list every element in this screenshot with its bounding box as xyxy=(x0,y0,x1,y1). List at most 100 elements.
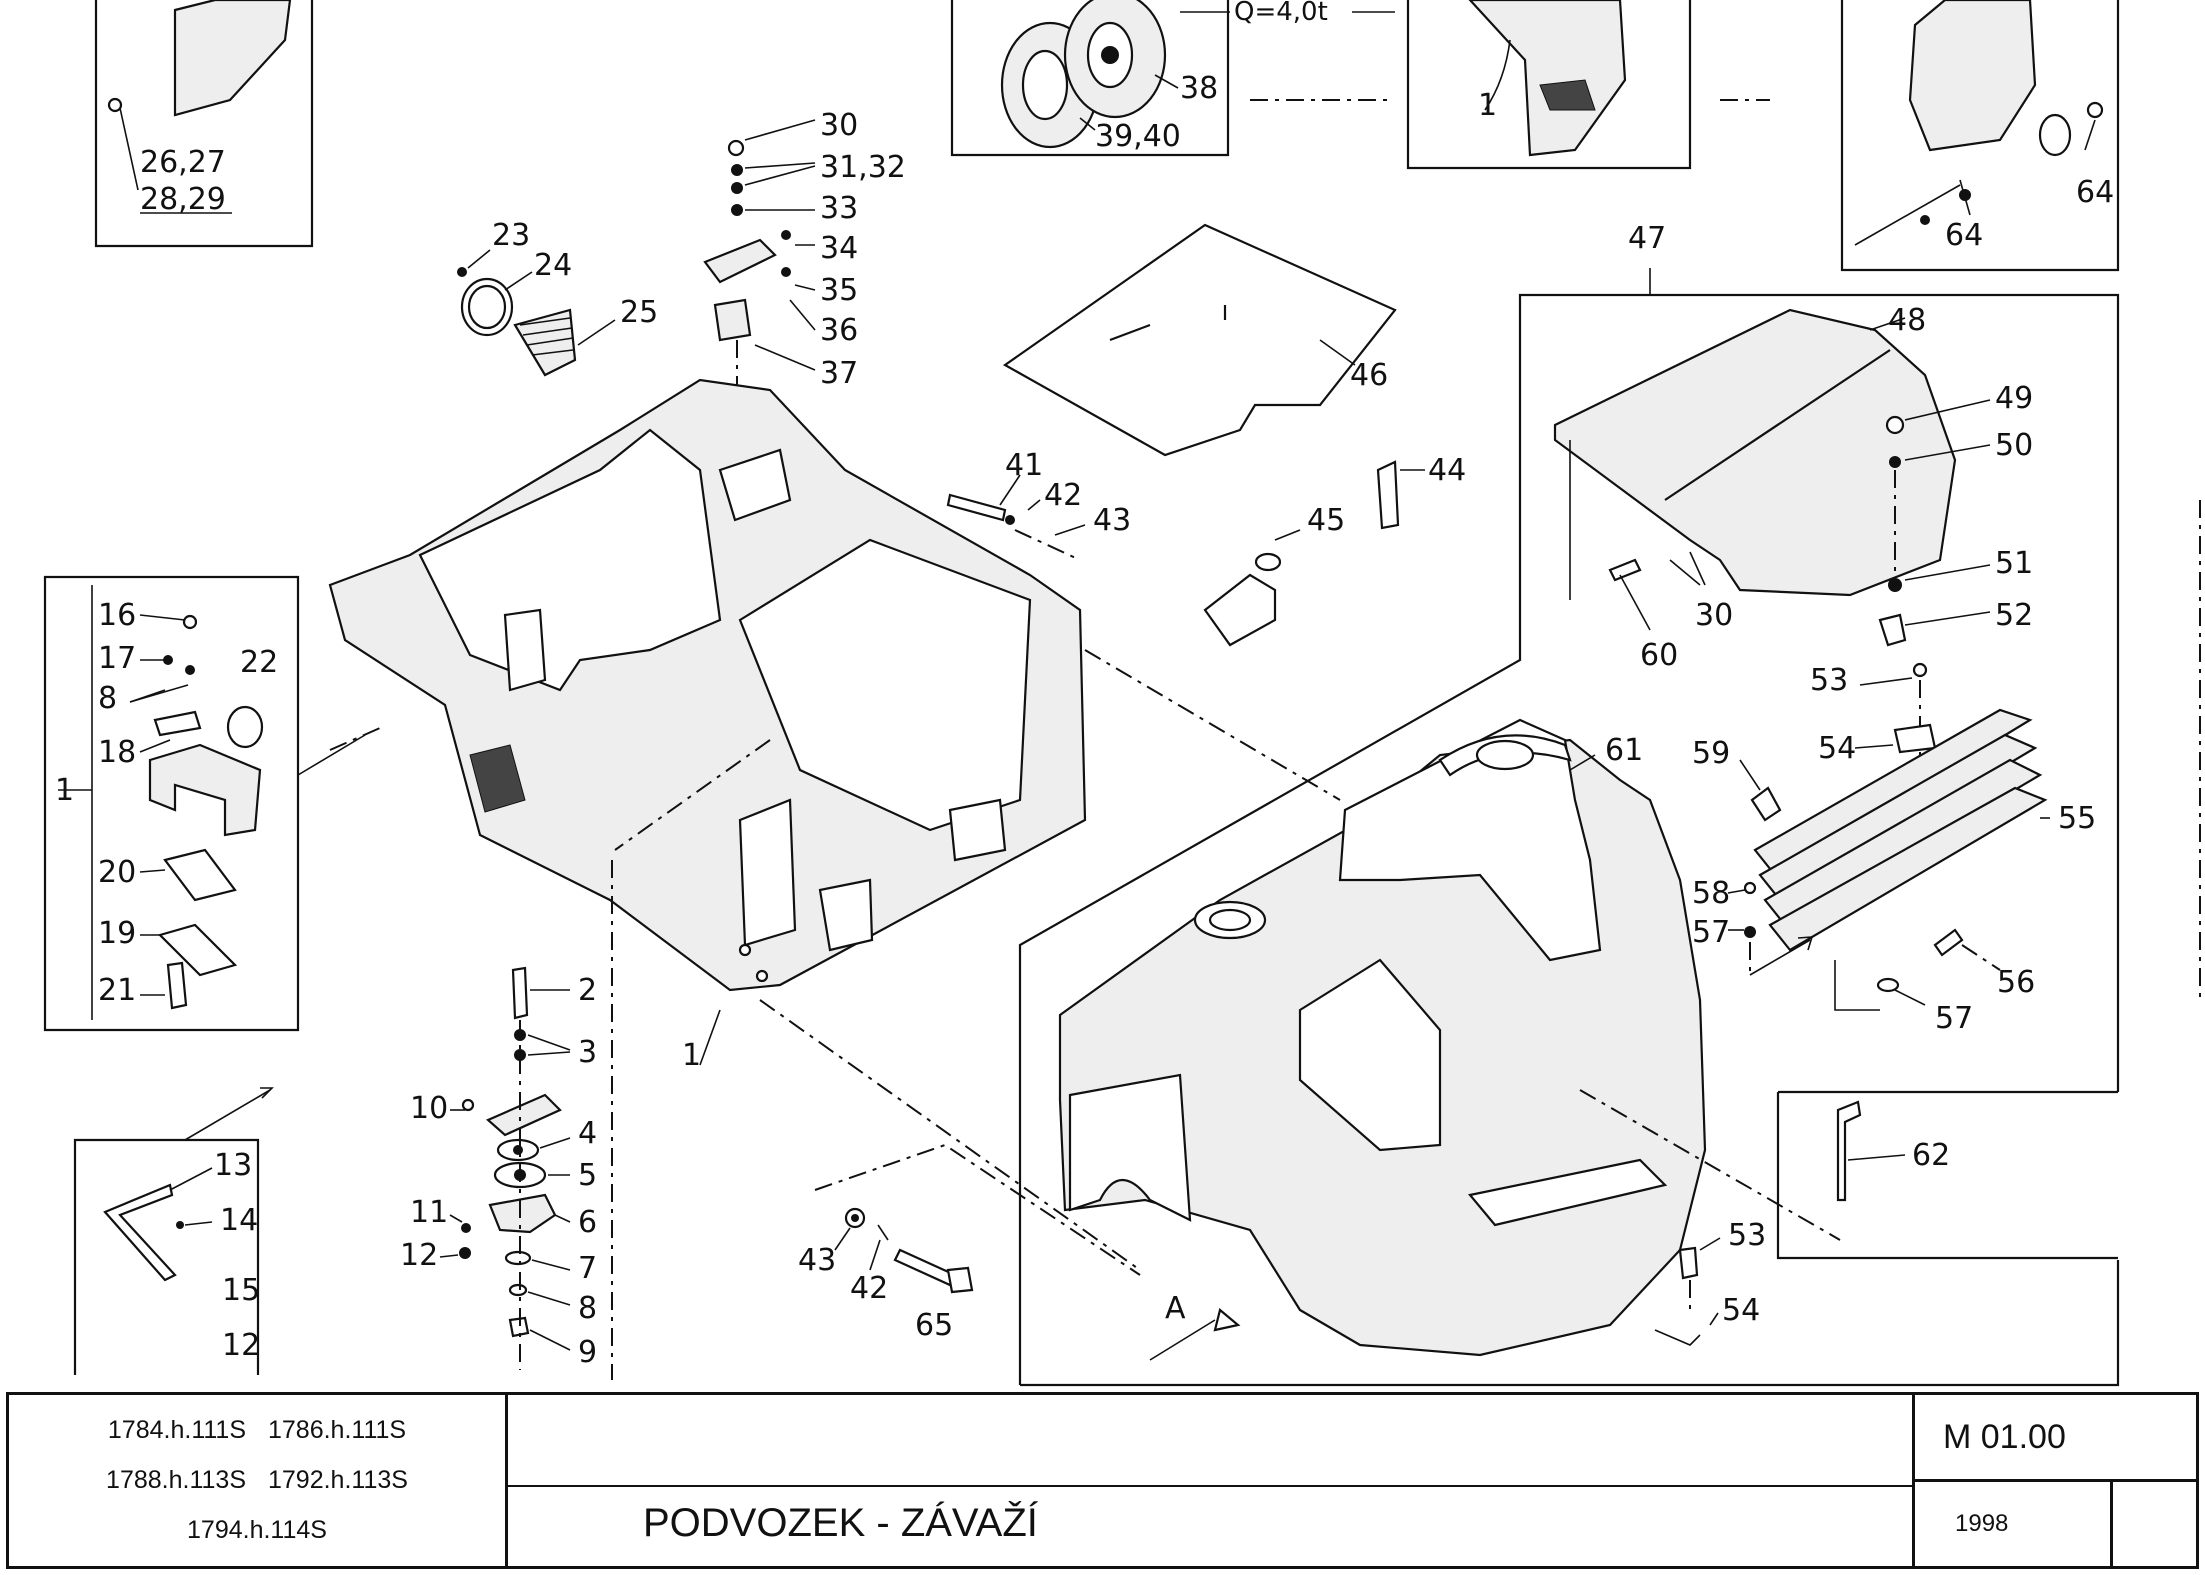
callout-48: 48 xyxy=(1888,303,1926,338)
inset-bracket-detail: 1 16 17 8 18 22 20 19 21 xyxy=(43,575,381,1032)
callout-14: 14 xyxy=(220,1203,258,1238)
callout-53-lower: 53 xyxy=(1728,1218,1766,1253)
view-arrow-a: A xyxy=(1165,1291,1186,1326)
callout-36: 36 xyxy=(820,313,858,348)
callout-50: 50 xyxy=(1995,428,2033,463)
inset-wheels: 38 39,40 Q=4,0t xyxy=(950,0,1395,157)
callout-18: 18 xyxy=(98,735,136,770)
drawing-code: M 01.00 xyxy=(1912,1392,2199,1482)
callout-42-upper: 42 xyxy=(1044,478,1082,513)
callout-52: 52 xyxy=(1995,598,2033,633)
callout-33: 33 xyxy=(820,191,858,226)
title-cell: PODVOZEK - ZÁVAŽÍ xyxy=(505,1392,1915,1569)
model-code: 1786.h.111S xyxy=(268,1415,407,1444)
model-row-3: 1794.h.114S xyxy=(9,1516,505,1545)
callout-10: 10 xyxy=(410,1091,448,1126)
callout-15: 15 xyxy=(222,1273,260,1308)
callout-59: 59 xyxy=(1692,736,1730,771)
capacity-label: Q=4,0t xyxy=(1234,0,1328,27)
callout-45: 45 xyxy=(1307,503,1345,538)
callout-47: 47 xyxy=(1628,221,1666,256)
callout-1-frame: 1 xyxy=(682,1038,701,1073)
callout-54-lower: 54 xyxy=(1722,1293,1760,1328)
callout-3: 3 xyxy=(578,1035,597,1070)
callout-46: 46 xyxy=(1350,358,1388,393)
callout-17: 17 xyxy=(98,641,136,676)
callout-1-left: 1 xyxy=(55,773,74,808)
inset-rod-detail: 62 xyxy=(1776,1090,2118,1260)
bolt-assembly-42-43-65: 43 42 65 xyxy=(798,1143,1141,1343)
drawing-year: 1998 xyxy=(1912,1479,2113,1569)
callout-2: 2 xyxy=(578,973,597,1008)
callout-38: 38 xyxy=(1180,71,1218,106)
callout-12-inset: 12 xyxy=(222,1328,260,1363)
callout-57-left: 57 xyxy=(1692,915,1730,950)
callout-20: 20 xyxy=(98,855,136,890)
callout-37: 37 xyxy=(820,356,858,391)
blank-cell xyxy=(2110,1479,2199,1569)
model-row-1: 1784.h.111S 1786.h.111S xyxy=(9,1416,505,1445)
callout-4: 4 xyxy=(578,1116,597,1151)
exploded-parts-diagram: 26,27 28,29 38 39,40 Q=4,0t 1 6 xyxy=(43,0,2201,1387)
callout-23: 23 xyxy=(492,218,530,253)
model-code: 1784.h.111S xyxy=(107,1415,246,1444)
mount-stack-upper: 30 31,32 33 34 35 36 37 xyxy=(703,108,906,440)
callout-26-27: 26,27 xyxy=(140,145,226,180)
callout-8-lower: 8 xyxy=(578,1291,597,1326)
callout-55: 55 xyxy=(2058,801,2096,836)
model-list: 1784.h.111S 1786.h.111S 1788.h.113S 1792… xyxy=(6,1392,508,1569)
callout-1-inset: 1 xyxy=(1478,88,1497,123)
title-block: 1784.h.111S 1786.h.111S 1788.h.113S 1792… xyxy=(0,1392,2205,1575)
callout-28-29: 28,29 xyxy=(140,182,226,217)
bolt-assembly-41-43: 41 42 43 xyxy=(946,448,1131,561)
model-code: 1788.h.113S xyxy=(106,1465,246,1494)
model-row-2: 1788.h.113S 1792.h.113S xyxy=(9,1466,505,1495)
callout-21: 21 xyxy=(98,973,136,1008)
guide-lines xyxy=(1250,99,2201,1385)
callout-42-lower: 42 xyxy=(850,1271,888,1306)
callout-30-cover: 30 xyxy=(1695,598,1733,633)
callout-31-32: 31,32 xyxy=(820,150,906,185)
callout-43-lower: 43 xyxy=(798,1243,836,1278)
callout-11: 11 xyxy=(410,1195,448,1230)
callout-51: 51 xyxy=(1995,546,2033,581)
callout-9: 9 xyxy=(578,1335,597,1370)
callout-44: 44 xyxy=(1428,453,1466,488)
callout-8-left: 8 xyxy=(98,681,117,716)
callout-25: 25 xyxy=(620,295,658,330)
grille-assembly: 53 54 55 59 58 57 56 57 xyxy=(1692,662,2096,1036)
callout-24: 24 xyxy=(534,248,572,283)
callout-7: 7 xyxy=(578,1251,597,1286)
callout-6: 6 xyxy=(578,1205,597,1240)
mount-stack-lower: 2 3 10 4 5 6 11 12 7 8 9 xyxy=(400,966,597,1370)
callout-57-right: 57 xyxy=(1935,1001,1973,1036)
callout-43-upper: 43 xyxy=(1093,503,1131,538)
callout-22: 22 xyxy=(240,645,278,680)
callout-60: 60 xyxy=(1640,638,1678,673)
callout-62: 62 xyxy=(1912,1138,1950,1173)
lower-fasteners-53-54: 53 54 xyxy=(1654,1218,1766,1346)
callout-49: 49 xyxy=(1995,381,2033,416)
callout-64-right: 64 xyxy=(2076,175,2114,210)
callout-30: 30 xyxy=(820,108,858,143)
model-code: 1794.h.114S xyxy=(187,1516,327,1545)
inset-strap-detail: 13 14 15 12 xyxy=(73,1087,274,1375)
inset-fender-detail: 1 xyxy=(1406,0,1692,170)
callout-65: 65 xyxy=(915,1308,953,1343)
callout-61: 61 xyxy=(1605,733,1643,768)
inset-fastener-detail: 26,27 28,29 xyxy=(94,0,314,248)
callout-19: 19 xyxy=(98,916,136,951)
pedal-boot-parts: 23 24 25 xyxy=(457,218,658,377)
parts-44-45: 44 45 xyxy=(1203,453,1466,647)
callout-5: 5 xyxy=(578,1158,597,1193)
callout-12: 12 xyxy=(400,1238,438,1273)
title-divider xyxy=(508,1485,1912,1487)
callout-58: 58 xyxy=(1692,876,1730,911)
inset-pin-detail: 64 64 xyxy=(1840,0,2120,272)
callout-35: 35 xyxy=(820,273,858,308)
callout-56: 56 xyxy=(1997,965,2035,1000)
top-cover: 48 49 50 51 52 60 30 xyxy=(1553,303,2033,673)
model-code: 1792.h.113S xyxy=(268,1465,408,1494)
callout-16: 16 xyxy=(98,598,136,633)
callout-54-upper: 54 xyxy=(1818,731,1856,766)
